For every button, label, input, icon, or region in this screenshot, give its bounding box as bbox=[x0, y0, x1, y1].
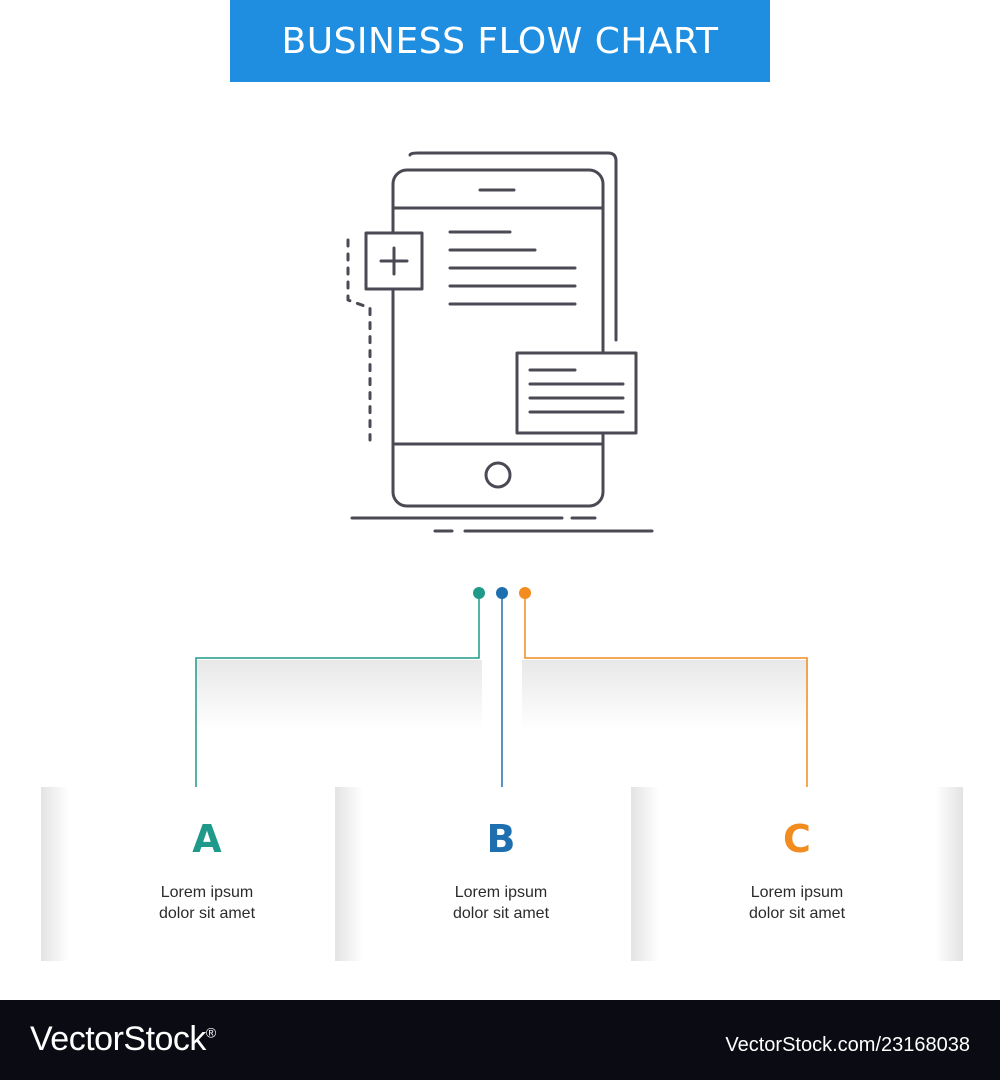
step-text-a: Lorem ipsum dolor sit amet bbox=[41, 882, 373, 924]
step-c-line2: dolor sit amet bbox=[748, 905, 846, 922]
step-letter-b: B bbox=[486, 817, 516, 861]
step-card-b: B Lorem ipsum dolor sit amet bbox=[335, 787, 667, 961]
step-b-line1: Lorem ipsum bbox=[454, 884, 548, 901]
dot-a bbox=[473, 587, 485, 599]
home-button bbox=[484, 461, 512, 489]
step-a-line2: dolor sit amet bbox=[158, 905, 256, 922]
registered-mark: ® bbox=[205, 1024, 216, 1041]
flow-connectors bbox=[195, 587, 808, 798]
step-text-b: Lorem ipsum dolor sit amet bbox=[335, 882, 667, 924]
step-c-line1: Lorem ipsum bbox=[750, 884, 844, 901]
connector-a bbox=[195, 593, 480, 798]
step-text-c: Lorem ipsum dolor sit amet bbox=[631, 882, 963, 924]
step-a-line1: Lorem ipsum bbox=[160, 884, 254, 901]
dot-b bbox=[496, 587, 508, 599]
footer-logo-text: VectorStock bbox=[30, 1020, 206, 1058]
dashed-connector bbox=[346, 238, 372, 442]
popup-card bbox=[515, 351, 638, 435]
footer-bar: VectorStock® VectorStock.com/23168038 bbox=[0, 1000, 1000, 1080]
step-letter-c: C bbox=[783, 817, 811, 861]
mobile-frontend-document-icon bbox=[346, 151, 654, 533]
page-title: BUSINESS FLOW CHART bbox=[281, 20, 719, 62]
connector-shade-right bbox=[522, 660, 808, 730]
phone-body bbox=[391, 168, 605, 508]
step-b-line2: dolor sit amet bbox=[452, 905, 550, 922]
step-letter-a: A bbox=[192, 817, 222, 861]
vectorstock-logo: VectorStock® bbox=[30, 1020, 216, 1059]
back-page-outline bbox=[408, 151, 618, 342]
title-banner: BUSINESS FLOW CHART bbox=[230, 0, 770, 82]
connector-shade-left bbox=[196, 660, 482, 730]
connector-c bbox=[524, 593, 808, 798]
dot-c bbox=[519, 587, 531, 599]
step-card-c: C Lorem ipsum dolor sit amet bbox=[631, 787, 963, 961]
step-card-a: A Lorem ipsum dolor sit amet bbox=[41, 787, 373, 961]
image-id: VectorStock.com/23168038 bbox=[725, 1034, 970, 1056]
